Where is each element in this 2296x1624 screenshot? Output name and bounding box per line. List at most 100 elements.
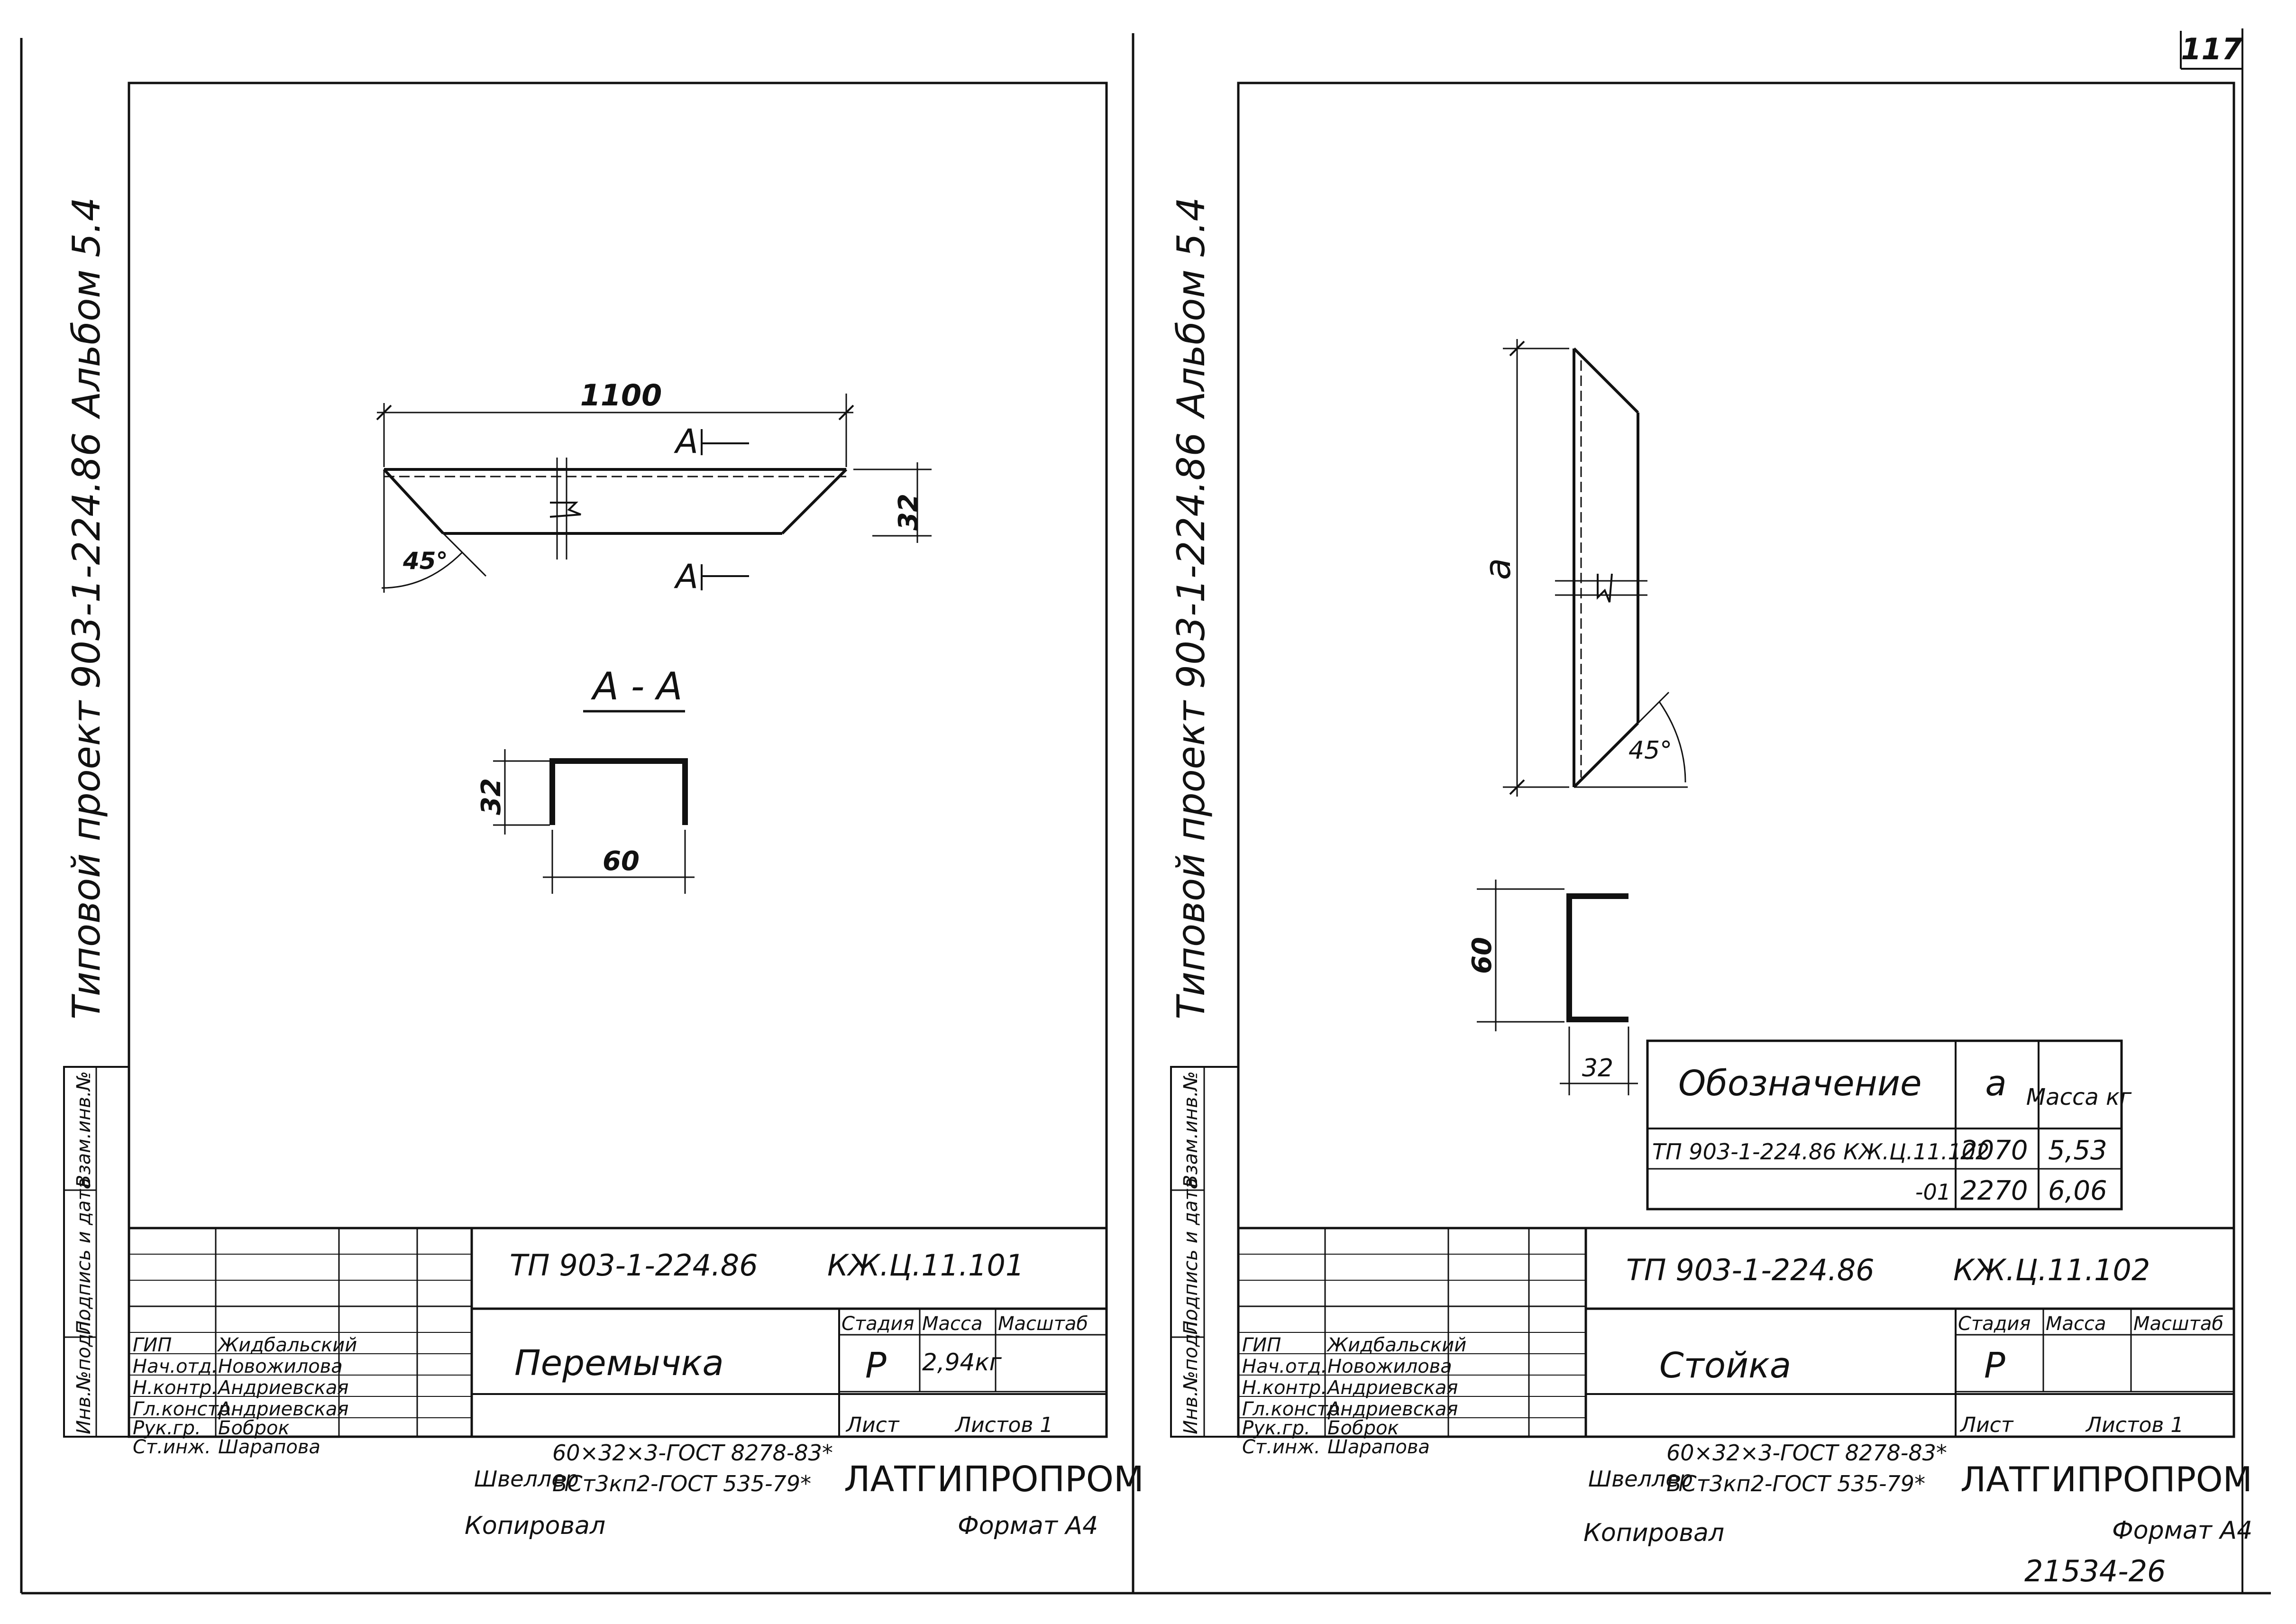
- staff-name: Андриевская: [1326, 1377, 1458, 1399]
- material-prefix: Швеллер: [474, 1466, 579, 1492]
- staff-role: Н.контр.: [133, 1377, 218, 1399]
- staff-name: Новожилова: [218, 1356, 343, 1377]
- signature-date-label: Подпись и дата: [1180, 1178, 1202, 1335]
- organization: ЛАТГИПРОПРОМ: [1960, 1459, 2252, 1499]
- spec-cell: 2070: [1960, 1135, 2028, 1166]
- format-label: Формат А4: [2112, 1516, 2252, 1545]
- length-dimension: 1100: [580, 378, 662, 413]
- material-line1: 60×32×3-ГОСТ 8278-83*: [552, 1440, 833, 1466]
- item-name: Стойка: [1659, 1345, 1791, 1386]
- height-dimension: 32: [893, 494, 924, 531]
- section-width-dim: 60: [603, 846, 640, 877]
- organization: ЛАТГИПРОПРОМ: [844, 1459, 1144, 1500]
- sheets-count: Листов 1: [2085, 1413, 2184, 1437]
- left-sheet: Типовой проект 903-1-224.86 Альбом 5.4 И…: [63, 82, 1144, 1540]
- section-mark-top: А: [674, 422, 698, 461]
- stage-header: Стадия: [1958, 1313, 2031, 1335]
- spec-cell: 5,53: [2048, 1135, 2107, 1166]
- section-aa: А - А 32 60: [476, 664, 695, 894]
- spec-header-designation: Обозначение: [1678, 1063, 1921, 1104]
- project-code: ТП 903-1-224.86: [1626, 1253, 1875, 1287]
- staff-name: Боброк: [218, 1417, 290, 1439]
- spec-header-a: а: [1985, 1063, 2006, 1104]
- staff-role: Ст.инж.: [1242, 1436, 1320, 1458]
- right-side-title: Типовой проект 903-1-224.86: [1169, 432, 1213, 1019]
- left-side-fields: Инв.№подл. Подпись и дата Взам.инв.№: [63, 1066, 130, 1438]
- staff-name: Жидбальский: [1326, 1334, 1466, 1356]
- right-album: Альбом 5.4: [1169, 197, 1213, 420]
- angle-label: 45°: [1628, 736, 1672, 765]
- right-frame: [1237, 82, 2235, 1438]
- spec-table: Обозначение а Масса кг ТП 903-1-224.86 К…: [1646, 1039, 2132, 1211]
- item-name: Перемычка: [514, 1343, 724, 1384]
- material-line2: ВСт3кп2-ГОСТ 535-79*: [552, 1471, 811, 1496]
- post-elevation: а 45°: [1476, 339, 1688, 797]
- section-height-dim: 32: [476, 778, 507, 815]
- staff-name: Жидбальский: [217, 1334, 357, 1356]
- spec-cell: -01: [1915, 1179, 1951, 1205]
- staff-name: Шарапова: [218, 1436, 320, 1458]
- replace-inv-label: Взам.инв.№: [73, 1071, 95, 1188]
- right-side-fields: Инв.№подл. Подпись и дата Взам.инв.№: [1170, 1066, 1239, 1438]
- stage-header: Стадия: [842, 1313, 914, 1335]
- sheet-label: Лист: [1959, 1413, 2014, 1437]
- staff-role: Нач.отд.: [1242, 1356, 1327, 1377]
- page-number-box: 117: [2180, 31, 2243, 70]
- section-mark-bottom: А: [674, 557, 698, 596]
- stage-value: Р: [865, 1345, 887, 1386]
- sheet-label: Лист: [845, 1413, 900, 1437]
- staff-role: Рук.гр.: [1242, 1417, 1310, 1439]
- spec-cell: 6,06: [2048, 1175, 2107, 1206]
- left-album: Альбом 5.4: [64, 197, 109, 420]
- staff-role: ГИП: [1242, 1334, 1281, 1356]
- material-line2: ВСт3кп2-ГОСТ 535-79*: [1666, 1471, 1925, 1496]
- copied-label: Копировал: [465, 1512, 605, 1540]
- project-code: ТП 903-1-224.86: [510, 1248, 758, 1283]
- left-side-title: Типовой проект 903-1-224.86: [64, 432, 109, 1019]
- format-label: Формат А4: [958, 1512, 1098, 1540]
- staff-name: Андриевская: [217, 1377, 348, 1399]
- staff-role: Гл.констр.: [133, 1398, 237, 1420]
- left-title-block: ГИП Жидбальский Нач.отд. Новожилова Н.ко…: [129, 1227, 1144, 1540]
- section-title: А - А: [590, 664, 682, 708]
- staff-role: Ст.инж.: [133, 1436, 211, 1458]
- staff-role: Н.контр.: [1242, 1377, 1327, 1399]
- staff-name: Новожилова: [1327, 1356, 1452, 1377]
- angle-label: 45°: [402, 547, 448, 575]
- signature-date-label: Подпись и дата: [73, 1178, 95, 1335]
- material-line1: 60×32×3-ГОСТ 8278-83*: [1666, 1440, 1947, 1466]
- scale-header: Масштаб: [998, 1313, 1088, 1335]
- page-number: 117: [2181, 32, 2242, 66]
- staff-name: Андриевская: [1326, 1398, 1458, 1420]
- inv-no-label: Инв.№подл.: [73, 1315, 95, 1434]
- drawing-code: КЖ.Ц.11.101: [827, 1248, 1024, 1283]
- sheets-count: Листов 1: [954, 1413, 1053, 1437]
- spec-cell: 2270: [1960, 1175, 2028, 1206]
- mass-header: Масса: [2046, 1313, 2106, 1335]
- section-width-dim: 32: [1582, 1054, 1613, 1083]
- spec-cell: ТП 903-1-224.86 КЖ.Ц.11.102: [1652, 1139, 1989, 1165]
- staff-name: Шарапова: [1327, 1436, 1430, 1458]
- inventory-number: 21534-26: [2024, 1554, 2166, 1588]
- left-frame: [128, 82, 1108, 1438]
- spec-header-mass: Масса кг: [2026, 1084, 2132, 1110]
- stage-value: Р: [1984, 1345, 2005, 1386]
- staff-role: Гл.констр.: [1242, 1398, 1346, 1420]
- staff-role: ГИП: [133, 1334, 172, 1356]
- staff-role: Рук.гр.: [133, 1417, 201, 1439]
- section-height-dim: 60: [1467, 937, 1498, 974]
- mass-header: Масса: [922, 1313, 983, 1335]
- inv-no-label: Инв.№подл.: [1180, 1315, 1202, 1434]
- lintel-elevation: 1100 32 45° А А: [376, 378, 932, 596]
- scale-header: Масштаб: [2133, 1313, 2223, 1335]
- staff-name: Боброк: [1327, 1417, 1399, 1439]
- mass-value: 2,94кг: [922, 1349, 1002, 1376]
- length-dimension-a: а: [1476, 558, 1518, 580]
- staff-role: Нач.отд.: [133, 1356, 218, 1377]
- copied-label: Копировал: [1583, 1519, 1724, 1547]
- right-title-block: ГИП Жидбальский Нач.отд. Новожилова Н.ко…: [1238, 1227, 2252, 1588]
- material-prefix: Швеллер: [1588, 1466, 1693, 1492]
- right-sheet: Типовой проект 903-1-224.86 Альбом 5.4 И…: [1169, 82, 2252, 1588]
- staff-name: Андриевская: [217, 1398, 348, 1420]
